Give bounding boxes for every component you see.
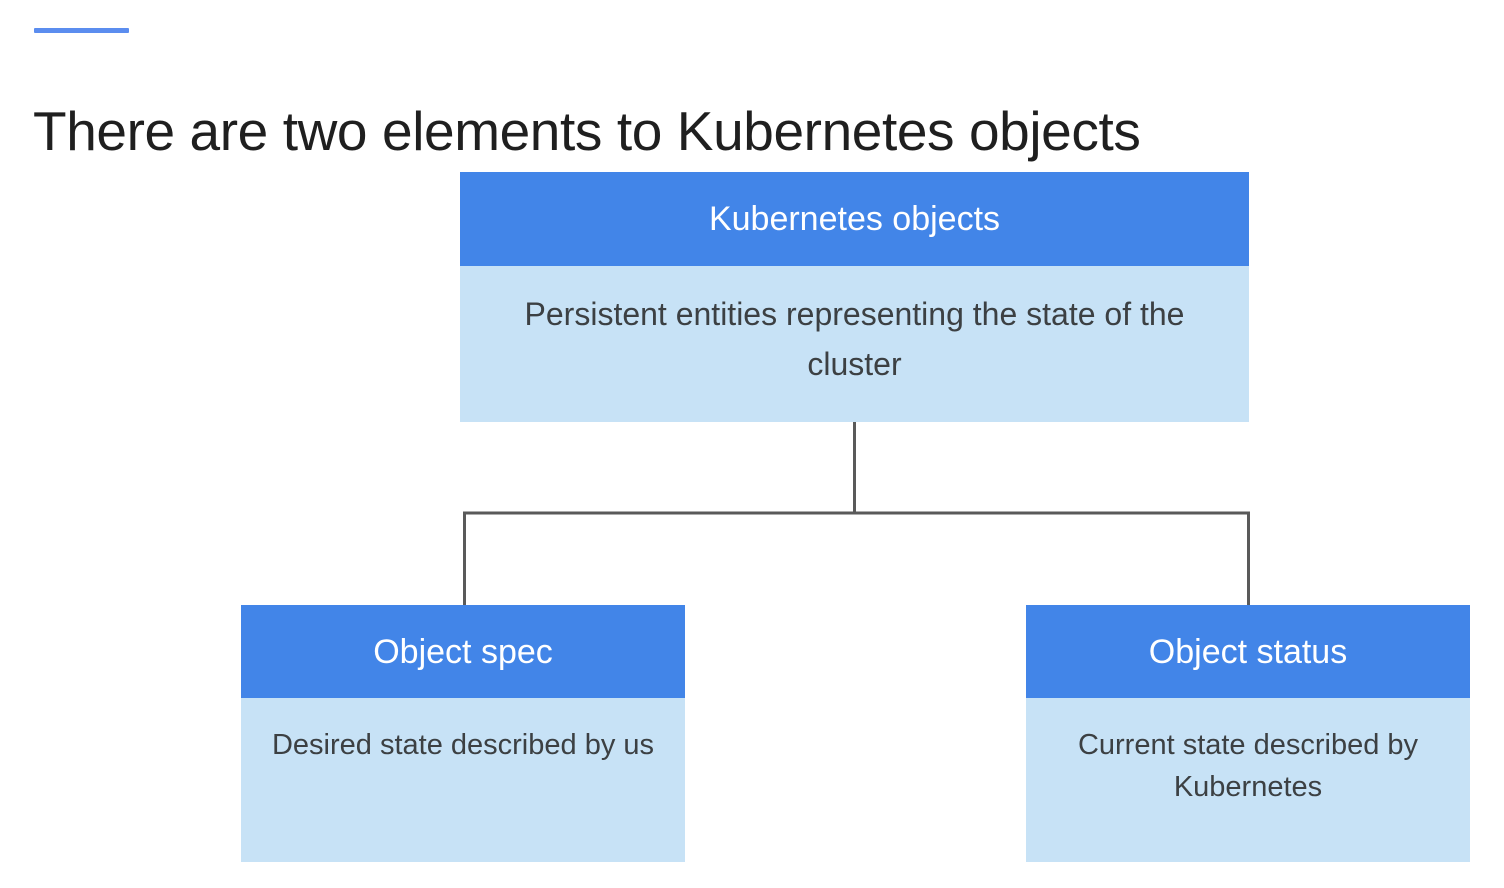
card-object-status: Object status Current state described by…: [1026, 605, 1470, 862]
page-title: There are two elements to Kubernetes obj…: [33, 99, 1141, 162]
card-header-object-status: Object status: [1026, 605, 1470, 698]
card-header-object-spec: Object spec: [241, 605, 685, 698]
card-description: Current state described by Kubernetes: [1077, 729, 1419, 803]
card-object-spec: Object spec Desired state described by u…: [241, 605, 685, 862]
card-title: Object status: [1148, 632, 1348, 671]
card-kubernetes-objects: Kubernetes objects Persistent entities r…: [460, 172, 1249, 422]
card-title: Object spec: [373, 632, 553, 671]
accent-rule: [34, 28, 129, 33]
card-body-kubernetes-objects: Persistent entities representing the sta…: [460, 266, 1249, 422]
card-header-kubernetes-objects: Kubernetes objects: [460, 172, 1249, 266]
card-description: Persistent entities representing the sta…: [524, 296, 1185, 382]
card-body-object-status: Current state described by Kubernetes: [1026, 698, 1470, 862]
card-body-object-spec: Desired state described by us: [241, 698, 685, 862]
card-description: Desired state described by us: [271, 729, 655, 761]
card-title: Kubernetes objects: [708, 200, 1001, 238]
